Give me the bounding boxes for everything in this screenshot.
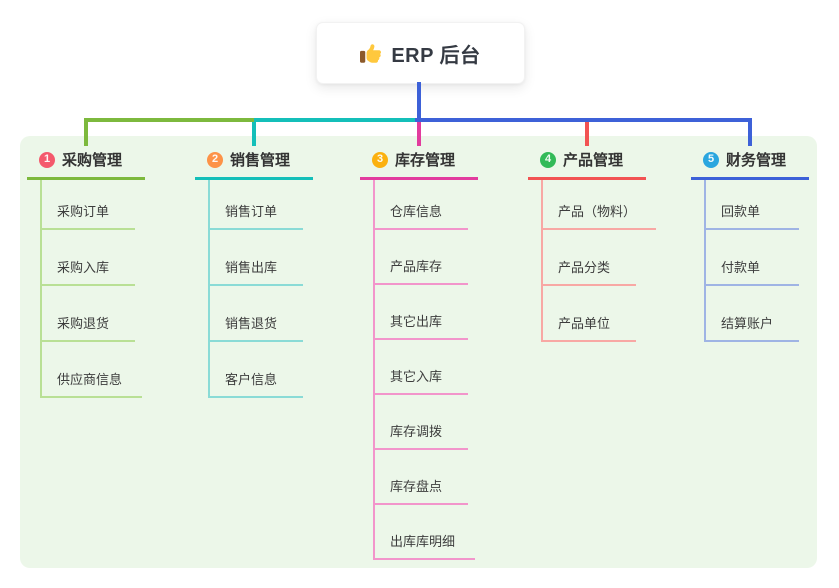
- branch-node-3[interactable]: 3 库存管理: [360, 148, 478, 180]
- branch-node-1[interactable]: 1 采购管理: [27, 148, 145, 180]
- branch-badge: 5: [703, 151, 719, 168]
- thumbs-up-icon: [360, 43, 382, 63]
- root-node[interactable]: ERP 后台: [316, 22, 525, 84]
- connector-line: [254, 118, 415, 122]
- branch-label: 库存管理: [395, 152, 456, 169]
- child-node[interactable]: 采购退货: [40, 313, 135, 342]
- child-node[interactable]: 其它出库: [373, 311, 468, 340]
- child-node[interactable]: 销售退货: [208, 313, 303, 342]
- branch-child-line: [373, 180, 375, 560]
- root-connector-line: [417, 82, 421, 122]
- branch-badge: 4: [540, 151, 556, 168]
- branch-drop-line: [585, 120, 589, 146]
- child-node[interactable]: 回款单: [704, 201, 799, 230]
- child-node[interactable]: 产品（物料）: [541, 201, 657, 230]
- child-node[interactable]: 销售订单: [208, 201, 303, 230]
- root-node-label: ERP 后台: [391, 44, 481, 67]
- child-node[interactable]: 仓库信息: [373, 201, 468, 230]
- branch-label: 销售管理: [230, 152, 291, 169]
- child-node[interactable]: 库存盘点: [373, 476, 468, 505]
- branch-node-2[interactable]: 2 销售管理: [195, 148, 313, 180]
- child-node[interactable]: 产品分类: [541, 257, 636, 286]
- branch-drop-line: [748, 120, 752, 146]
- branch-badge: 2: [207, 151, 223, 168]
- branch-label: 财务管理: [726, 152, 787, 169]
- branch-drop-line: [417, 120, 421, 146]
- branch-badge: 3: [372, 151, 388, 168]
- child-node[interactable]: 出库库明细: [373, 531, 476, 560]
- child-node[interactable]: 结算账户: [704, 313, 799, 342]
- branch-drop-line: [84, 120, 88, 146]
- canvas-panel: [20, 136, 817, 568]
- branch-badge: 1: [39, 151, 55, 168]
- connector-line: [84, 118, 254, 122]
- child-node[interactable]: 产品单位: [541, 313, 636, 342]
- child-node[interactable]: 采购订单: [40, 201, 135, 230]
- child-node[interactable]: 销售出库: [208, 257, 303, 286]
- branch-node-4[interactable]: 4 产品管理: [528, 148, 646, 180]
- branch-child-line: [208, 180, 210, 398]
- branch-label: 产品管理: [563, 152, 624, 169]
- branch-child-line: [704, 180, 706, 342]
- branch-drop-line: [252, 120, 256, 146]
- connector-line: [415, 118, 752, 122]
- branch-child-line: [40, 180, 42, 398]
- child-node[interactable]: 产品库存: [373, 256, 468, 285]
- branch-node-5[interactable]: 5 财务管理: [691, 148, 809, 180]
- branch-child-line: [541, 180, 543, 342]
- child-node[interactable]: 客户信息: [208, 369, 303, 398]
- branch-label: 采购管理: [62, 152, 123, 169]
- child-node[interactable]: 采购入库: [40, 257, 135, 286]
- child-node[interactable]: 其它入库: [373, 366, 468, 395]
- child-node[interactable]: 供应商信息: [40, 369, 143, 398]
- child-node[interactable]: 库存调拨: [373, 421, 468, 450]
- child-node[interactable]: 付款单: [704, 257, 799, 286]
